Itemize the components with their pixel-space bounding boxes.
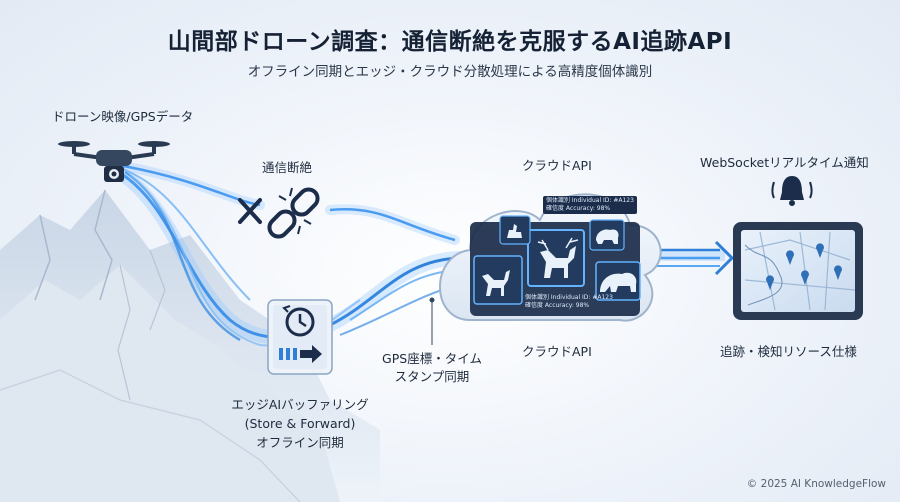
cross-icon xyxy=(238,198,262,224)
cloud-api-bottom-label: クラウドAPI xyxy=(522,344,592,359)
page-title: 山間部ドローン調査：通信断絶を克服するAI追跡API xyxy=(167,29,733,55)
cloud-api-top-label: クラウドAPI xyxy=(522,158,592,173)
clock-buffer-icon xyxy=(267,299,333,375)
edge-buffer-label: エッジAIバッファリング (Store & Forward) オフライン同期 xyxy=(231,397,369,450)
websocket-label: WebSocketリアルタイム通知 xyxy=(700,155,869,170)
tracking-spec-label: 追跡・検知リソース仕様 xyxy=(720,344,857,359)
arrow-icon xyxy=(279,345,322,363)
mountain-icon xyxy=(0,189,380,502)
drone-icon xyxy=(58,141,170,182)
copyright: © 2025 AI KnowledgeFlow xyxy=(746,478,886,490)
bell-icon xyxy=(771,176,813,206)
cloud-card-top: 個体識別 Individual ID: #A123 確信度 Accuracy: … xyxy=(543,196,637,214)
deer-icon xyxy=(482,224,579,296)
tablet-map-icon xyxy=(733,222,863,320)
page-subtitle: オフライン同期とエッジ・クラウド分散処理による高精度個体識別 xyxy=(247,64,653,80)
drone-input-label: ドローン映像/GPSデータ xyxy=(52,109,194,124)
gps-sync-label: GPS座標・タイム スタンプ同期 xyxy=(382,351,482,384)
bear-icon xyxy=(596,229,637,292)
cloud-card-bottom: 個体識別 Individual ID: #A123 確信度 Accuracy: … xyxy=(525,294,613,309)
comm-break-label: 通信断絶 xyxy=(262,160,313,175)
broken-link-icon xyxy=(267,187,320,239)
